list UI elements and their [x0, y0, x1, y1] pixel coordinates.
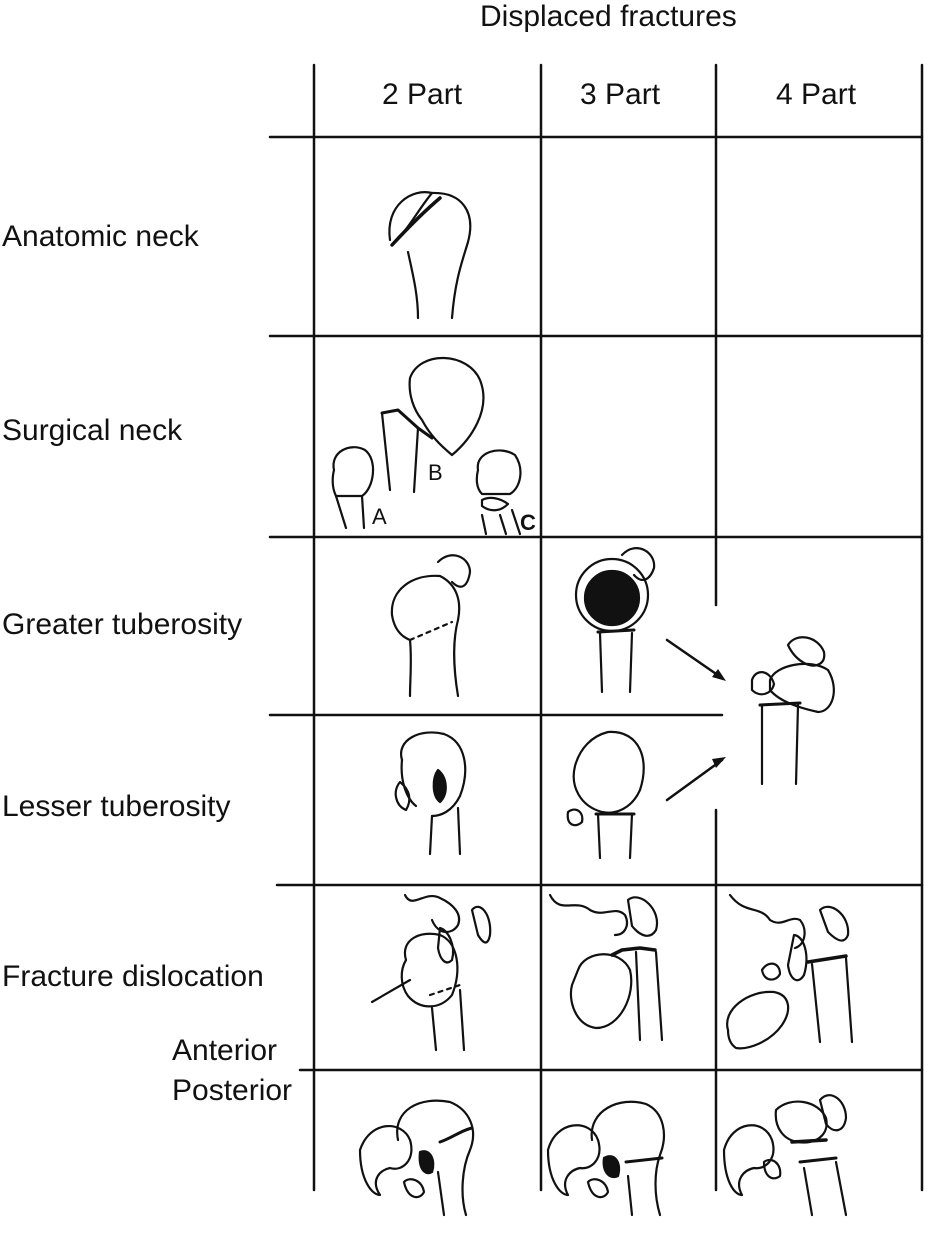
marker-c: C — [520, 510, 536, 535]
humerus-greater-tuberosity-3-part-icon — [574, 547, 656, 694]
column-header-4-part: 4 Part — [776, 78, 857, 111]
humerus-4-part-tuberosities-icon — [750, 636, 835, 786]
humerus-fracture-dislocation-2-part-icon — [370, 893, 492, 1052]
humerus-posterior-3-part-icon — [546, 1100, 666, 1217]
humerus-surgical-neck-c-icon — [475, 449, 522, 536]
label-anterior: Anterior — [172, 1034, 278, 1067]
row-label-greater-tuberosity: Greater tuberosity — [2, 608, 243, 641]
humerus-surgical-neck-b-icon — [380, 356, 485, 494]
row-label-lesser-tuberosity: Lesser tuberosity — [2, 790, 231, 823]
column-header-2-part: 2 Part — [382, 78, 463, 111]
row-label-anatomic-neck: Anatomic neck — [2, 220, 199, 253]
humerus-anatomic-neck-icon — [388, 191, 472, 320]
humerus-fracture-dislocation-4-part-icon — [726, 893, 854, 1050]
label-posterior: Posterior — [172, 1074, 293, 1107]
humerus-greater-tuberosity-2-part-icon — [390, 554, 472, 698]
row-label-fracture-dislocation: Fracture dislocation — [2, 960, 264, 993]
humerus-posterior-4-part-icon — [722, 1094, 848, 1217]
humerus-lesser-tuberosity-3-part-icon — [566, 730, 645, 860]
marker-b: B — [428, 460, 443, 485]
humerus-fracture-dislocation-3-part-icon — [548, 893, 664, 1042]
row-label-surgical-neck: Surgical neck — [2, 414, 183, 447]
bone-illustrations — [331, 191, 854, 1217]
arrow-heads — [712, 669, 726, 768]
column-header-3-part: 3 Part — [580, 78, 661, 111]
humerus-surgical-neck-a-icon — [331, 446, 375, 530]
grid-lines — [268, 63, 924, 1192]
diagram-title: Displaced fractures — [480, 0, 737, 33]
marker-a: A — [372, 504, 387, 529]
humerus-posterior-2-part-icon — [358, 1099, 475, 1217]
humerus-lesser-tuberosity-2-part-icon — [394, 731, 467, 856]
